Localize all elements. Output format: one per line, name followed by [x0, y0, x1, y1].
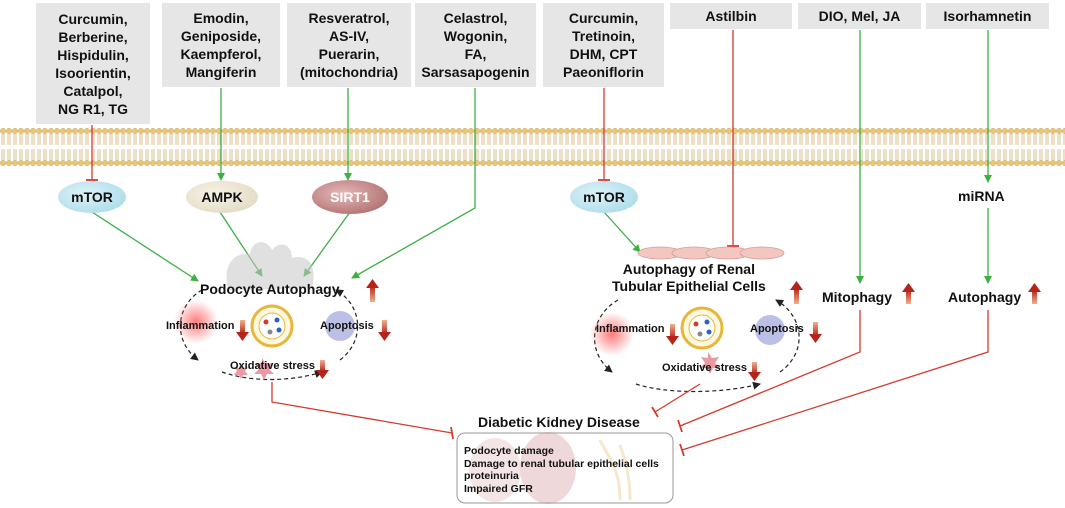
inflammation-down-arrow-left — [236, 320, 249, 341]
compound-box-4-text: Celastrol, Wogonin, FA, Sarsasapogenin — [421, 10, 530, 80]
inflammation-label-right: Inflammation — [596, 323, 665, 335]
compound-box-5-text: Curcumin, Tretinoin, DHM, CPT Paeoniflor… — [563, 10, 644, 80]
podocyte-cycle — [174, 289, 359, 381]
dkd-item: proteinuria — [464, 470, 519, 482]
compound-box-1-text: Curcumin, Berberine, Hispidulin, Isoorie… — [55, 10, 131, 117]
mitophagy-label: Mitophagy — [822, 289, 892, 305]
inhibit-b6-tubular — [727, 30, 739, 247]
dkd-box — [456, 432, 674, 504]
compound-box-6-text: Astilbin — [705, 8, 757, 24]
compound-box-4: Celastrol, Wogonin, FA, Sarsasapogenin — [415, 3, 536, 87]
mtor-left-node: mTOR — [58, 181, 126, 213]
oxidative-down-arrow-left — [316, 360, 329, 379]
dkd-title: Diabetic Kidney Disease — [478, 414, 640, 430]
oxidative-label-left: Oxidative stress — [230, 360, 315, 372]
activate-mtor-podocyte — [91, 211, 199, 282]
oxidative-down-arrow-right — [748, 362, 761, 381]
mitophagy-up-arrow — [902, 283, 915, 304]
dkd-item: Podocyte damage — [464, 445, 554, 457]
inhibit-podocyte-dkd — [271, 382, 454, 440]
tubular-autophagy-title: Autophagy of Renal Tubular Epithelial Ce… — [612, 261, 766, 294]
compound-box-3-text: Resveratrol, AS-IV, Puerarin, (mitochond… — [300, 10, 398, 80]
mtor-right-node: mTOR — [570, 181, 638, 213]
apoptosis-label-right: Apoptosis — [750, 323, 804, 335]
inhibit-b1-mtor — [86, 125, 98, 181]
podocyte-up-arrow — [366, 279, 379, 302]
compound-box-8-text: Isorhamnetin — [943, 8, 1032, 24]
dkd-items: Podocyte damage Damage to renal tubular … — [464, 445, 659, 495]
compound-box-6: Astilbin — [670, 3, 792, 29]
tubular-up-arrow — [790, 281, 803, 304]
compound-box-1: Curcumin, Berberine, Hispidulin, Isoorie… — [36, 3, 150, 124]
inhibit-b5-mtor — [598, 88, 610, 181]
activate-mtor-tubular — [603, 211, 641, 253]
inhibit-autophagy-dkd — [679, 310, 989, 457]
kidney-icon — [469, 432, 632, 504]
ampk-node: AMPK — [186, 181, 258, 213]
mirna-node: miRNA — [958, 188, 1005, 204]
tubular-cells-icon — [637, 246, 785, 260]
inflammation-label-left: Inflammation — [166, 320, 235, 332]
compound-box-8: Isorhamnetin — [926, 3, 1049, 29]
inhibit-tubular-dkd — [651, 383, 701, 418]
podocyte-autophagy-title: Podocyte Autophagy — [200, 281, 340, 297]
tubular-cycle — [590, 299, 800, 393]
apoptosis-down-arrow-right — [809, 322, 822, 343]
compound-box-7-text: DIO, Mel, JA — [818, 8, 901, 24]
autophagy-up-arrow — [1028, 283, 1041, 304]
dkd-item: Damage to renal tubular epithelial cells — [464, 457, 659, 470]
compound-box-2: Emodin, Geniposide, Kaempferol, Mangifer… — [162, 3, 280, 87]
cell-membrane — [0, 128, 1065, 166]
compound-box-7: DIO, Mel, JA — [798, 3, 921, 29]
inhibit-mitophagy-dkd — [677, 310, 861, 433]
dkd-item: Impaired GFR — [464, 482, 533, 495]
compound-box-5: Curcumin, Tretinoin, DHM, CPT Paeoniflor… — [543, 3, 664, 87]
sirt1-node: SIRT1 — [312, 180, 388, 214]
apoptosis-label-left: Apoptosis — [320, 320, 374, 332]
podocyte-cell-icon — [226, 242, 314, 290]
oxidative-label-right: Oxidative stress — [662, 362, 747, 374]
compound-box-2-text: Emodin, Geniposide, Kaempferol, Mangifer… — [180, 10, 262, 80]
autophagy-label: Autophagy — [948, 289, 1022, 305]
inflammation-down-arrow-right — [666, 324, 679, 345]
apoptosis-down-arrow-left — [378, 320, 391, 341]
compound-box-3: Resveratrol, AS-IV, Puerarin, (mitochond… — [287, 3, 411, 87]
activate-b4-podocyte — [351, 88, 476, 279]
